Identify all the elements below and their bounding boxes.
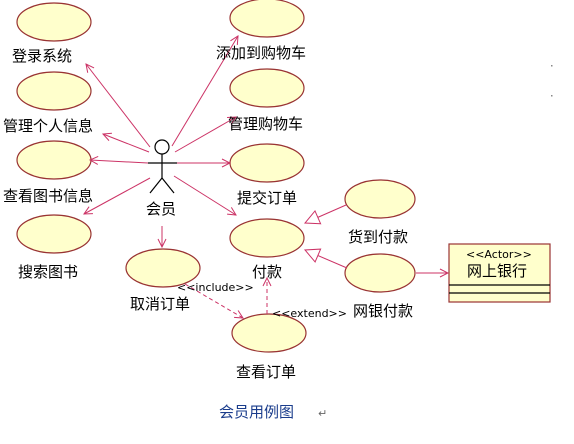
- assoc-pay: [173, 175, 236, 215]
- stray-mark-bottom: [551, 95, 553, 97]
- use-case-view-book-info: [16, 140, 92, 180]
- label-online-pay: 网银付款: [353, 302, 413, 320]
- label-actor-member: 会员: [146, 200, 176, 218]
- use-case-online-pay: [344, 253, 416, 293]
- generalization-online-pay: [305, 250, 348, 269]
- bank-stereotype: <<Actor>>: [466, 248, 532, 261]
- label-add-to-cart: 添加到购物车: [216, 44, 306, 62]
- label-submit-order: 提交订单: [237, 189, 297, 207]
- stray-mark-top: [551, 65, 553, 67]
- label-cancel-order: 取消订单: [130, 295, 190, 313]
- assoc-manage-cart: [174, 117, 236, 153]
- label-extend: <<extend>>: [272, 307, 347, 320]
- assoc-manage-info: [103, 134, 150, 153]
- paragraph-mark: ↵: [318, 407, 327, 420]
- label-manage-info: 管理个人信息: [3, 117, 93, 135]
- use-case-submit-order: [229, 143, 305, 183]
- generalization-cod-pay: [305, 204, 347, 223]
- label-search-books: 搜索图书: [18, 263, 78, 281]
- use-case-manage-info: [16, 71, 92, 111]
- assoc-view-book-info: [90, 160, 149, 163]
- label-cod-pay: 货到付款: [348, 228, 408, 246]
- use-case-add-to-cart: [229, 0, 305, 38]
- label-include: <<include>>: [177, 281, 254, 294]
- label-pay: 付款: [252, 263, 282, 281]
- use-case-manage-cart: [229, 68, 305, 108]
- use-case-pay: [229, 218, 305, 258]
- assoc-login: [86, 64, 151, 148]
- assoc-add-to-cart: [171, 36, 238, 147]
- use-case-search-books: [16, 214, 92, 254]
- use-case-cod-pay: [344, 179, 416, 219]
- bank-name: 网上银行: [467, 262, 527, 280]
- include-arrow: [184, 283, 243, 318]
- assoc-search-books: [84, 177, 151, 214]
- use-case-cancel-order: [125, 248, 201, 288]
- diagram-caption: 会员用例图: [219, 403, 294, 421]
- label-view-book-info: 查看图书信息: [3, 187, 93, 205]
- actor-member-figure: [148, 139, 177, 194]
- actor-online-bank: [448, 243, 551, 303]
- use-case-view-order: [231, 313, 307, 353]
- label-view-order: 查看订单: [236, 363, 296, 381]
- use-case-login: [16, 2, 92, 42]
- label-login: 登录系统: [12, 47, 72, 65]
- label-manage-cart: 管理购物车: [228, 115, 303, 133]
